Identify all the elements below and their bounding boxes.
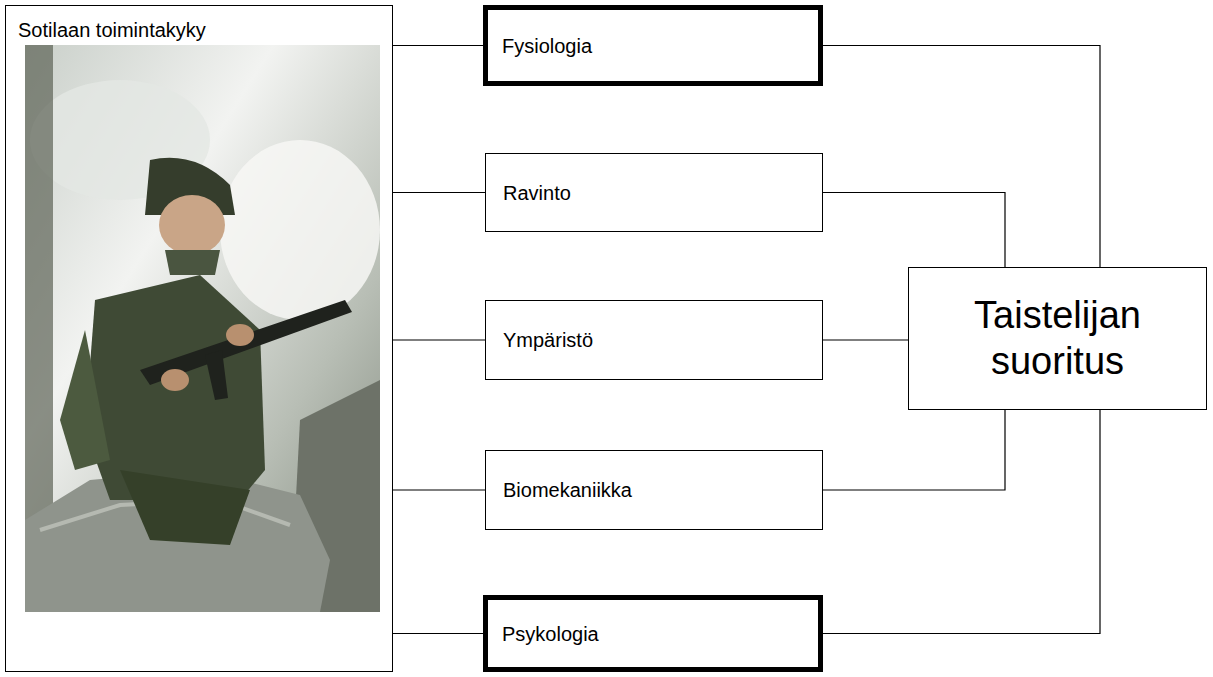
backpack [60,330,110,470]
connector-line [823,410,1005,490]
photo-background [25,45,380,612]
factor-box: Fysiologia [483,5,823,86]
panel-title: Sotilaan toimintakyky [18,18,380,42]
connector-line [393,45,483,46]
soldier-body [85,275,265,500]
box-label: Psykologia [502,622,804,646]
face [159,195,225,255]
soldier-legs [120,470,250,545]
factor-box: Ympäristö [485,300,823,380]
connector-line [393,633,483,634]
tree-trunk [25,45,53,565]
connector-line [823,193,1005,268]
connector-line [823,410,1100,634]
box-label: Biomekaniikka [503,478,805,502]
hand [226,324,254,346]
box-label: Ympäristö [503,328,805,352]
rock [25,470,330,612]
connector-line [393,192,485,193]
connector-line [393,339,485,340]
box-label: Ravinto [503,181,805,205]
connector-line [823,46,1100,268]
box-label: Fysiologia [502,34,804,58]
box-label: Taistelijan suoritus [929,293,1186,384]
rifle-magazine [205,350,228,400]
factor-box: Psykologia [483,595,823,672]
result-box: Taistelijan suoritus [908,267,1207,410]
connector-line [393,489,485,490]
hand [161,369,189,391]
capability-panel: Sotilaan toimintakyky [5,5,393,672]
connector-line [823,339,908,340]
factor-box: Ravinto [485,153,823,232]
smoke-cloud [220,140,380,320]
factor-box: Biomekaniikka [485,450,823,530]
collar [165,250,220,275]
